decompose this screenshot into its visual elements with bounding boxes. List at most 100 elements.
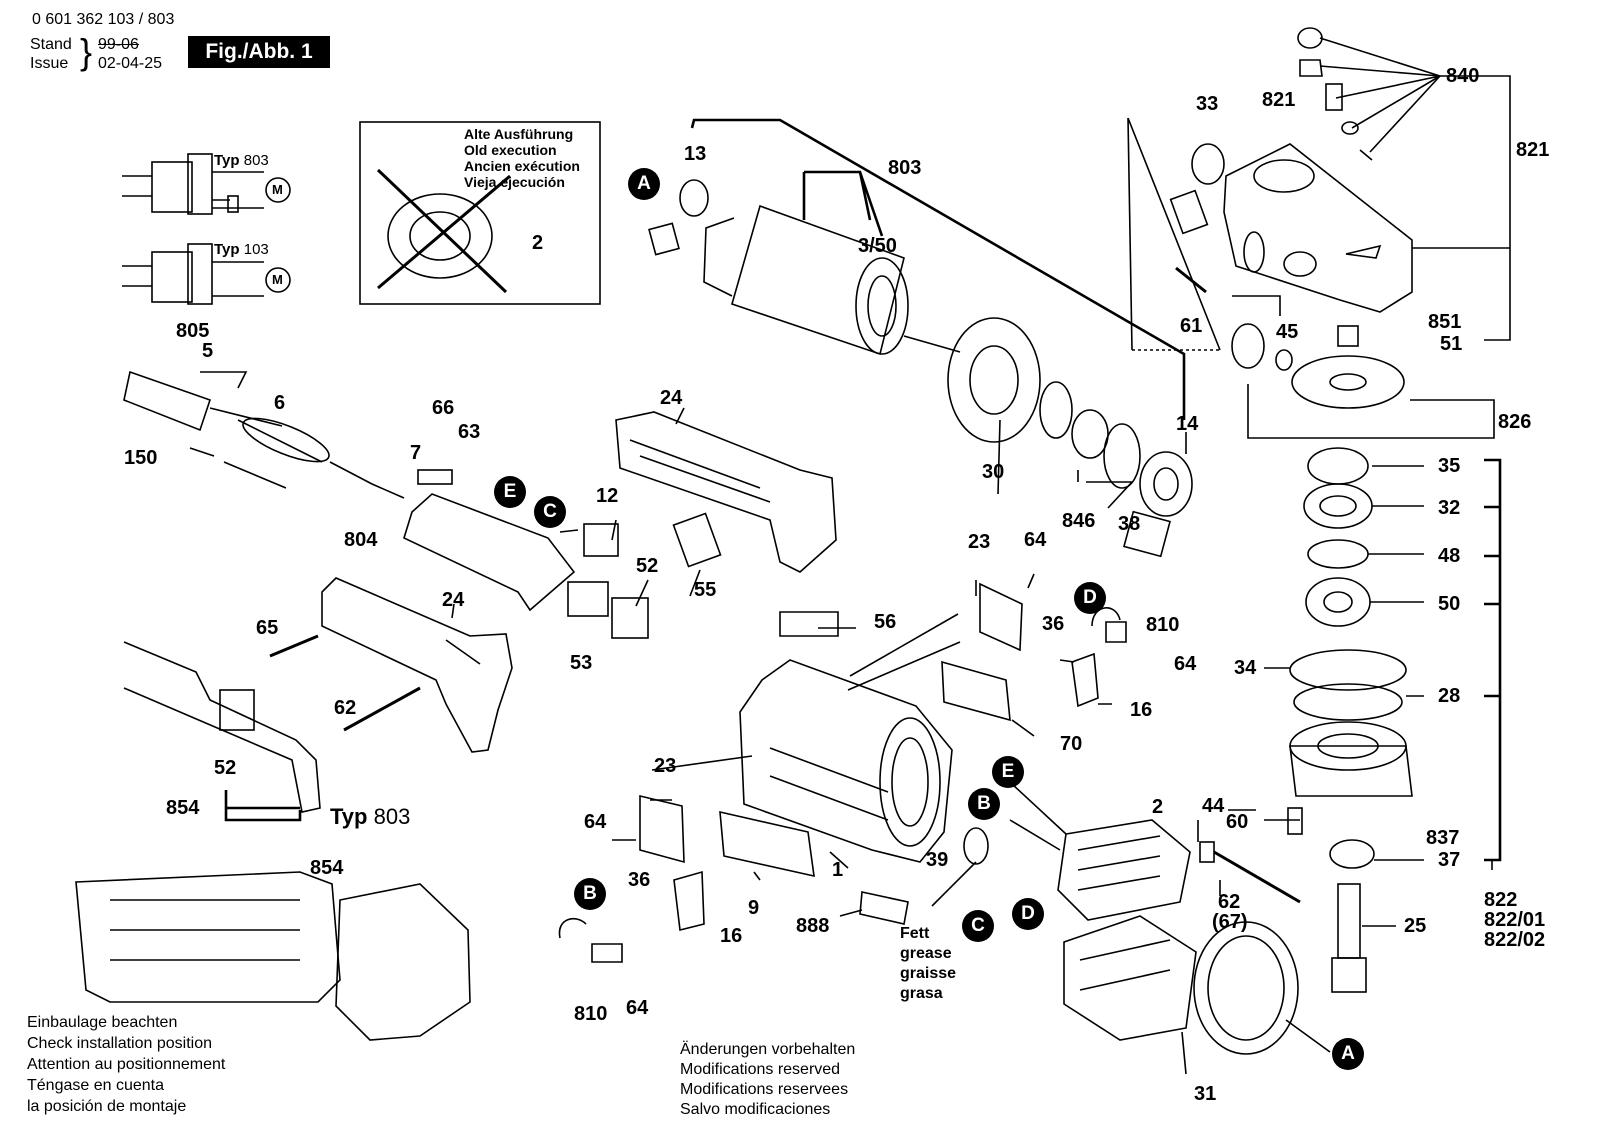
typ-value: 103 [243,241,269,258]
ref-marker-a: A [628,168,660,200]
part-label: 70 [1060,733,1083,755]
old-execution-line: Ancien exécution [464,158,580,174]
wiring-typ-103: Typ 103 [214,241,269,258]
part-label: 854 [310,857,344,879]
part-label: 804 [344,529,378,551]
part-label: 888 [796,915,830,937]
part-label: 55 [694,579,717,601]
part-label: 39 [926,849,949,871]
part-label: 14 [1176,413,1199,435]
part-label: 65 [256,617,279,639]
part-label: 48 [1438,545,1461,567]
grease-note-line: Fett [900,925,930,942]
part-label: 9 [748,897,760,919]
part-label: 32 [1438,497,1461,519]
part-label: 822/02 [1484,929,1546,951]
grease-note-line: grasa [900,985,943,1002]
part-label: 24 [660,387,683,409]
old-execution-note: Alte Ausführung Old execution Ancien exé… [464,126,580,190]
part-label: 52 [214,757,237,779]
modification-note-line: Änderungen vorbehalten [680,1041,856,1058]
part-label: 16 [720,925,743,947]
typ-803-callout: Typ 803 [330,804,410,830]
part-label: 60 [1226,811,1249,833]
part-label: 821 [1516,139,1550,161]
part-label: 45 [1276,321,1299,343]
part-label: 64 [1174,653,1197,675]
install-note-line: Attention au positionnement [27,1056,226,1073]
typ-value: 803 [373,804,411,829]
install-note-line: Check installation position [27,1035,212,1052]
part-label: 837 [1426,827,1460,849]
part-label: 30 [982,461,1005,483]
stand-label: Stand [30,36,72,53]
grease-note-line: grease [900,945,952,962]
part-label: 38 [1118,513,1141,535]
part-label: 64 [584,811,607,833]
part-label: 33 [1196,93,1219,115]
old-execution-line: Old execution [464,142,557,158]
issue-value: 02-04-25 [98,55,163,72]
ref-marker-d: D [1074,582,1106,614]
modification-note-line: Modifications reserved [680,1061,841,1078]
part-label: 3/50 [858,235,897,257]
part-label: 5 [202,340,214,362]
part-label: 51 [1440,333,1463,355]
part-label: 28 [1438,685,1461,707]
part-label: 34 [1234,657,1257,679]
part-label: 805 [176,320,210,342]
part-label: (67) [1212,911,1248,933]
part-label: 50 [1438,593,1461,615]
part-label: 62 [334,697,357,719]
typ-label: Typ [214,241,240,258]
motor-symbol-top: M [272,182,283,197]
part-label: 63 [458,421,481,443]
ref-marker-e: E [494,476,526,508]
issue-label: Issue [30,55,69,72]
part-label: 56 [874,611,897,633]
typ-label: Typ [214,152,240,169]
grease-note: Fett grease graisse grasa [900,924,956,1004]
part-label: 23 [968,531,991,553]
part-label: 44 [1202,795,1225,817]
brace-glyph: } [80,31,93,72]
ref-marker-a: A [1332,1038,1364,1070]
install-note-line: Einbaulage beachten [27,1014,178,1031]
part-label: 37 [1438,849,1461,871]
part-label: 803 [888,157,922,179]
part-label: 36 [1042,613,1065,635]
part-label: 52 [636,555,659,577]
part-label: 25 [1404,915,1427,937]
ref-marker-d: D [1012,898,1044,930]
ref-marker-e: E [992,756,1024,788]
part-label: 822 [1484,889,1518,911]
part-label: 854 [166,797,200,819]
motor-symbol-bottom: M [272,272,283,287]
part-label: 2 [532,232,544,254]
ref-marker-b: B [968,788,1000,820]
old-execution-line: Alte Ausführung [464,126,574,142]
part-label: 1 [832,859,844,881]
install-note-line: la posición de montaje [27,1098,187,1115]
part-label: 66 [432,397,455,419]
part-label: 16 [1130,699,1153,721]
part-label: 53 [570,652,593,674]
part-label: 35 [1438,455,1461,477]
part-label: 810 [1146,614,1180,636]
typ-label: Typ [330,804,368,829]
stand-value: 99-06 [98,36,139,53]
install-note-line: Téngase en cuenta [27,1077,164,1094]
modification-note-line: Modifications reservees [680,1081,849,1098]
part-label: 31 [1194,1083,1217,1105]
ref-marker-c: C [534,496,566,528]
part-label: 12 [596,485,619,507]
part-label: 23 [654,755,677,777]
part-label: 810 [574,1003,608,1025]
part-label: 822/01 [1484,909,1546,931]
part-label: 36 [628,869,651,891]
typ-value: 803 [243,152,269,169]
part-label: 64 [1024,529,1047,551]
part-number: 0 601 362 103 / 803 [32,11,175,28]
ref-marker-c: C [962,910,994,942]
